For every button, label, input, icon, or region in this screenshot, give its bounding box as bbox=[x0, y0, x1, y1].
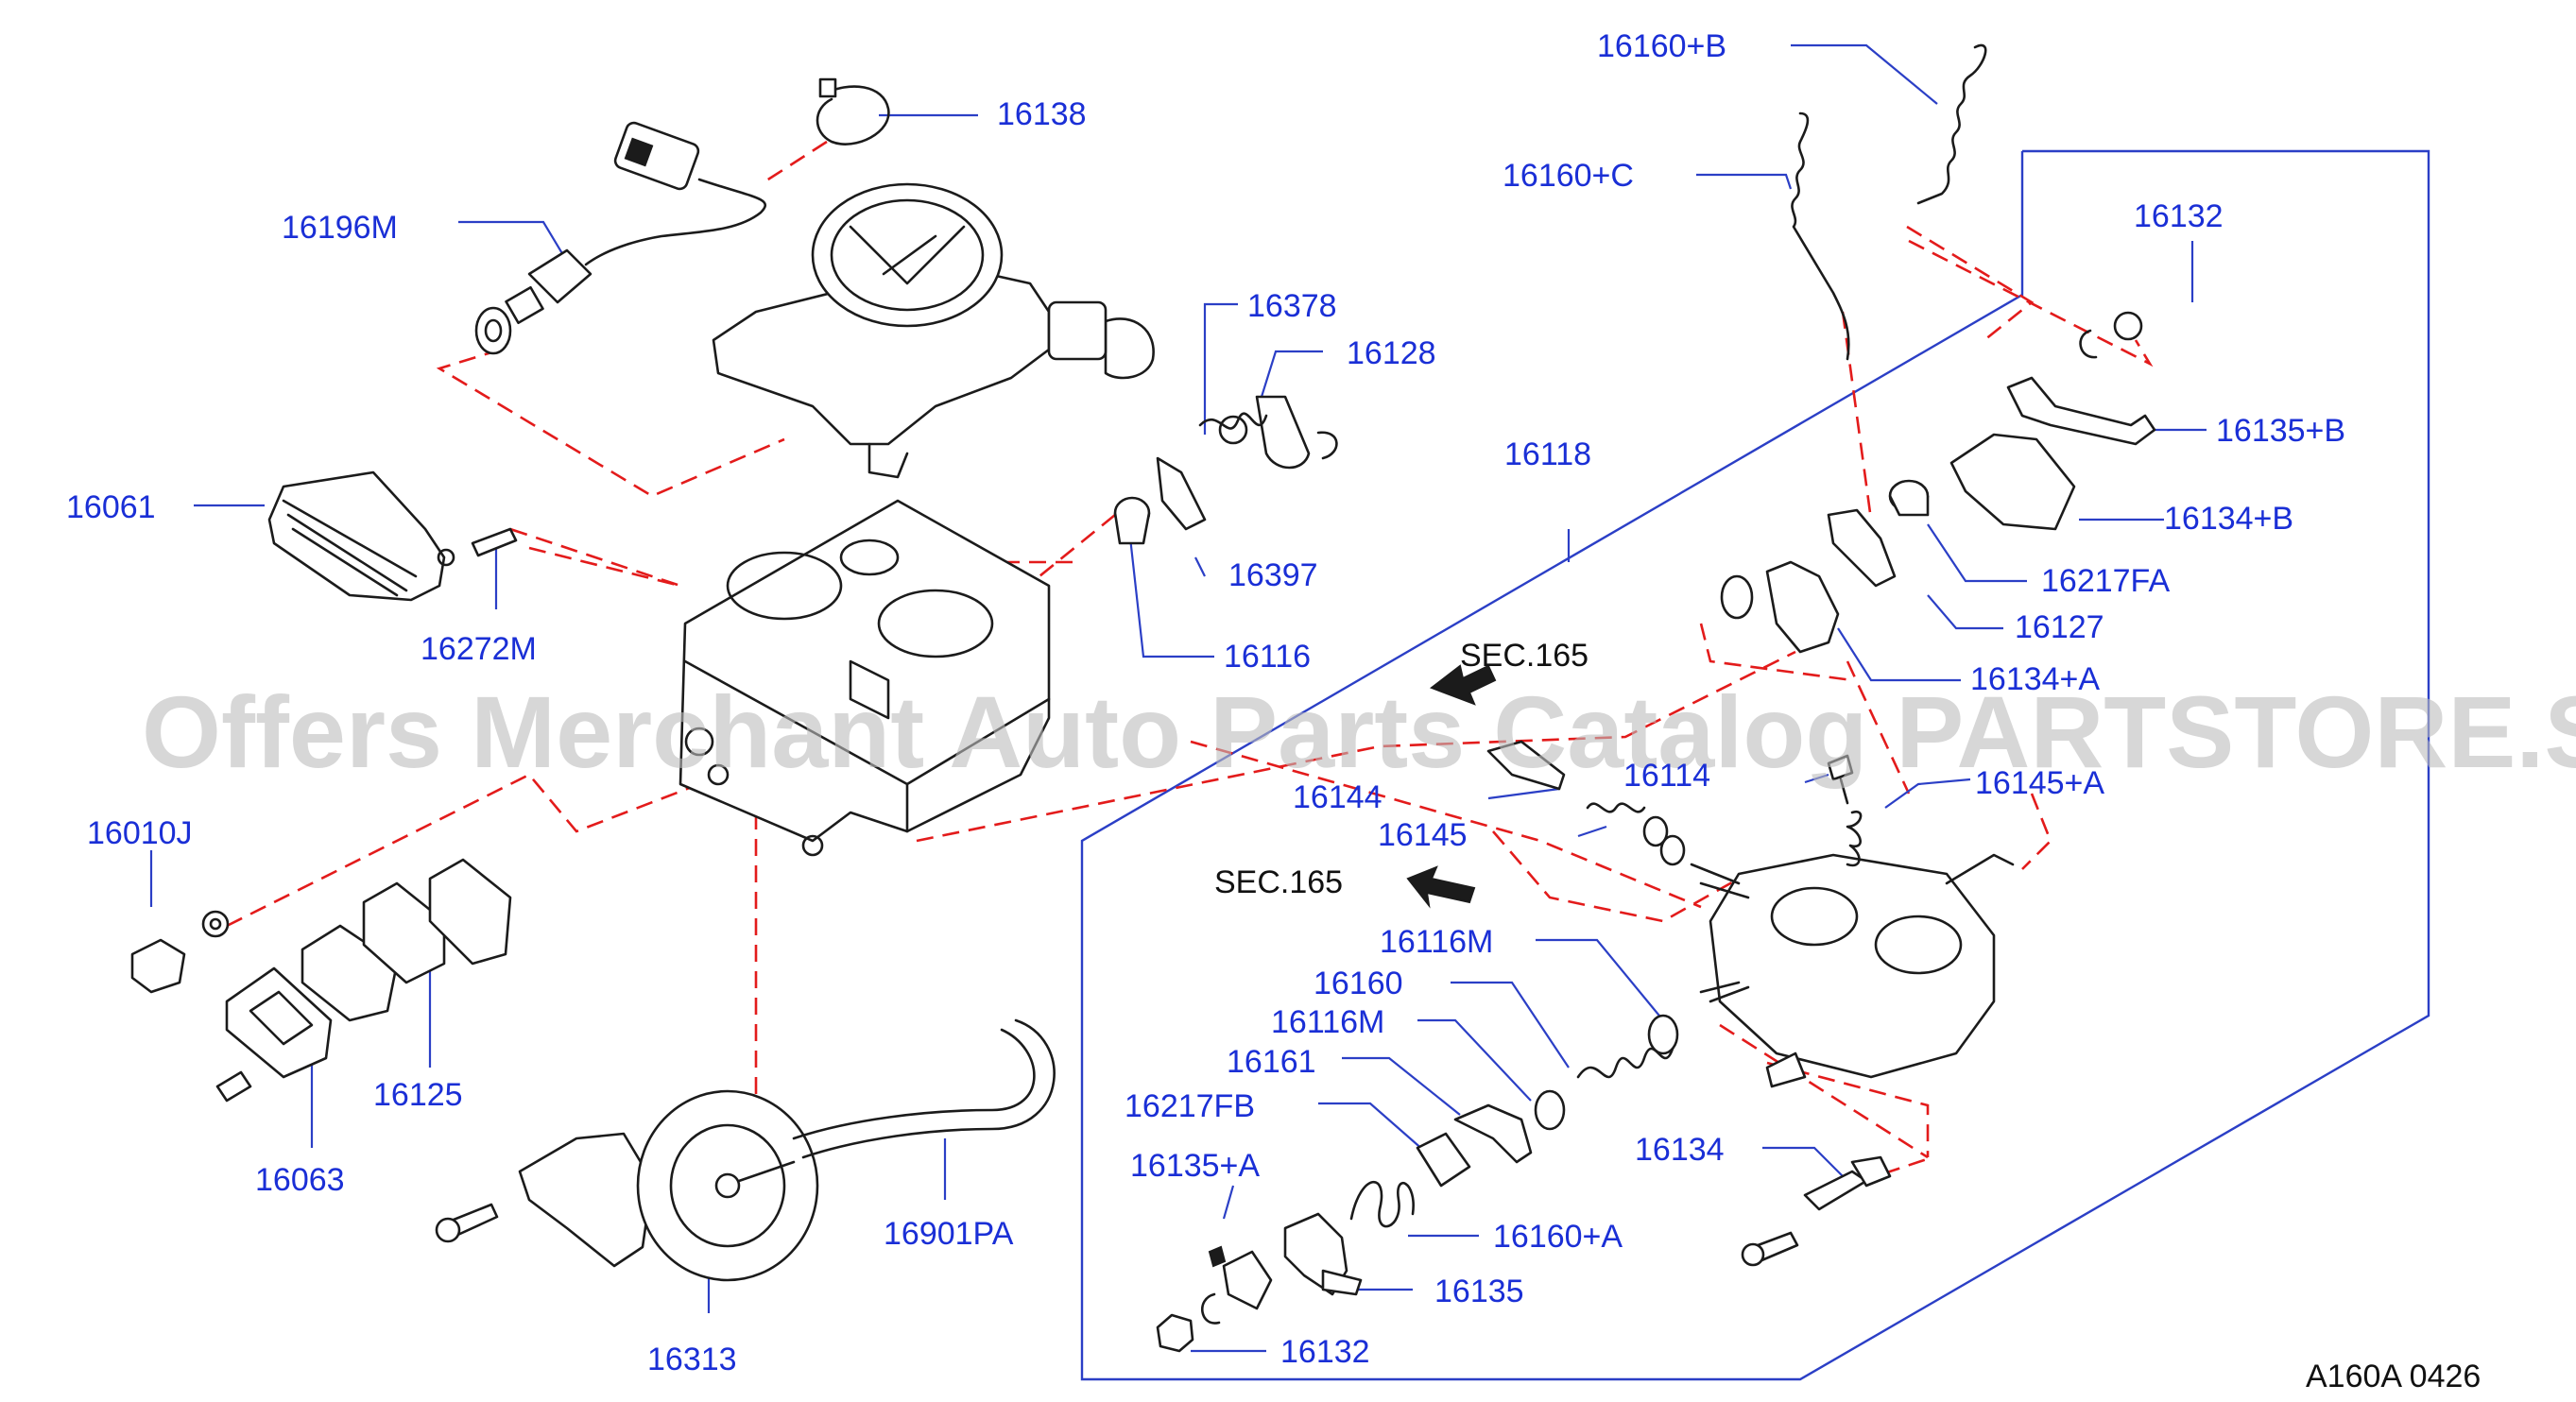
lever-16161 bbox=[1453, 1103, 1533, 1164]
label-16118[interactable]: 16118 bbox=[1504, 436, 1591, 472]
arrow-sec-165-lower bbox=[1406, 865, 1476, 909]
section-ref-lower[interactable]: SEC.165 bbox=[1214, 864, 1343, 900]
label-16160-B[interactable]: 16160+B bbox=[1597, 28, 1726, 64]
lever-16127 bbox=[1827, 508, 1897, 588]
label-16313[interactable]: 16313 bbox=[647, 1342, 737, 1377]
lever-16134-B bbox=[1949, 433, 2076, 531]
label-16116[interactable]: 16116 bbox=[1224, 639, 1311, 675]
label-16144[interactable]: 16144 bbox=[1293, 779, 1382, 815]
screw-16114 bbox=[1827, 754, 1854, 805]
seal-16116M-lower bbox=[1534, 1089, 1566, 1131]
spring-16145-A bbox=[1846, 810, 1863, 867]
gasket-16063 bbox=[215, 966, 333, 1103]
lever-16128 bbox=[1255, 395, 1311, 470]
label-16160-A[interactable]: 16160+A bbox=[1493, 1219, 1623, 1255]
label-16135-B[interactable]: 16135+B bbox=[2216, 413, 2345, 449]
cover-16061 bbox=[267, 470, 455, 602]
nut-16132-lower bbox=[1156, 1313, 1194, 1353]
label-16135-A[interactable]: 16135+A bbox=[1130, 1148, 1260, 1184]
label-16145[interactable]: 16145 bbox=[1378, 817, 1468, 853]
label-16145-A[interactable]: 16145+A bbox=[1975, 765, 2104, 801]
bushing-16217FA bbox=[1888, 479, 1930, 517]
label-16116M-lower[interactable]: 16116M bbox=[1271, 1004, 1384, 1040]
section-ref-upper[interactable]: SEC.165 bbox=[1460, 638, 1589, 674]
label-16134[interactable]: 16134 bbox=[1635, 1132, 1725, 1168]
sensor-16196M bbox=[474, 121, 766, 355]
washer-16134-A bbox=[1720, 574, 1754, 620]
label-16116M-upper[interactable]: 16116M bbox=[1380, 924, 1493, 960]
spring-16160-B bbox=[1916, 43, 1987, 205]
carburetor-main-body bbox=[678, 499, 1051, 857]
actuator-16313 bbox=[435, 1089, 819, 1282]
bolt-16134 bbox=[1741, 1155, 1892, 1267]
e-clip-16128 bbox=[1316, 431, 1338, 460]
label-16217FA[interactable]: 16217FA bbox=[2041, 563, 2170, 599]
gasket-16125 bbox=[301, 858, 512, 1022]
lever-16135-A bbox=[1208, 1245, 1273, 1310]
label-16114[interactable]: 16114 bbox=[1623, 758, 1710, 794]
diagram-code: A160A 0426 bbox=[2306, 1359, 2481, 1394]
label-16217FB[interactable]: 16217FB bbox=[1125, 1088, 1255, 1124]
arrow-sec-165-upper bbox=[1429, 664, 1497, 706]
part-labels: 16138 16196M 16378 16128 16061 16397 162… bbox=[66, 28, 2345, 1377]
label-16063[interactable]: 16063 bbox=[255, 1162, 345, 1198]
label-16125[interactable]: 16125 bbox=[373, 1077, 463, 1113]
lever-16134-A bbox=[1765, 560, 1840, 654]
screw-16144 bbox=[1486, 740, 1566, 791]
bushing-16217FB bbox=[1416, 1132, 1471, 1188]
label-16397[interactable]: 16397 bbox=[1228, 557, 1318, 593]
carburetor-top-cover bbox=[712, 182, 1155, 479]
label-16132-lower[interactable]: 16132 bbox=[1280, 1334, 1370, 1370]
label-16160[interactable]: 16160 bbox=[1314, 966, 1403, 1001]
label-16128[interactable]: 16128 bbox=[1347, 335, 1436, 371]
pin-16272M bbox=[471, 527, 518, 557]
label-16061[interactable]: 16061 bbox=[66, 489, 156, 525]
bushing-16116 bbox=[1113, 496, 1151, 545]
watermark-text: Offers Merchant Auto Parts Catalog PARTS… bbox=[142, 675, 2576, 789]
label-16160-C[interactable]: 16160+C bbox=[1503, 158, 1634, 194]
hose-16901PA bbox=[792, 1018, 1056, 1159]
label-16161[interactable]: 16161 bbox=[1227, 1044, 1316, 1080]
label-16010J[interactable]: 16010J bbox=[87, 815, 193, 851]
throttle-body-assembly-frame bbox=[1080, 149, 2430, 1381]
label-16138[interactable]: 16138 bbox=[997, 96, 1087, 132]
label-16196M[interactable]: 16196M bbox=[282, 210, 398, 246]
spring-16160-A bbox=[1349, 1180, 1415, 1228]
throttle-body-16118 bbox=[1690, 853, 2015, 1088]
seal-16116M-upper bbox=[1647, 1014, 1679, 1055]
lever-16135-tab bbox=[1321, 1269, 1363, 1296]
label-16135[interactable]: 16135 bbox=[1434, 1274, 1524, 1309]
spring-16145 bbox=[1586, 802, 1686, 866]
label-leaders bbox=[149, 43, 2207, 1353]
clip-tab bbox=[818, 77, 837, 98]
label-16901PA[interactable]: 16901PA bbox=[884, 1216, 1014, 1252]
label-16132-upper[interactable]: 16132 bbox=[2134, 198, 2224, 234]
label-16127[interactable]: 16127 bbox=[2015, 609, 2104, 645]
spring-16378 bbox=[1198, 412, 1268, 445]
bolt-16010J bbox=[130, 910, 230, 994]
clip-16132-upper bbox=[2079, 329, 2098, 359]
spring-16160 bbox=[1576, 1047, 1674, 1079]
clip-16138 bbox=[816, 85, 890, 145]
nut-16132-upper bbox=[2113, 311, 2143, 341]
alignment-dashes bbox=[226, 140, 2154, 1192]
label-16134-B[interactable]: 16134+B bbox=[2164, 501, 2293, 537]
label-16378[interactable]: 16378 bbox=[1247, 288, 1337, 324]
label-16272M[interactable]: 16272M bbox=[421, 631, 537, 667]
label-16134-A[interactable]: 16134+A bbox=[1970, 661, 2100, 697]
bracket-16397 bbox=[1156, 456, 1207, 531]
lever-16135-B bbox=[2006, 376, 2156, 446]
spring-16160-C bbox=[1791, 111, 1850, 361]
clip-16132-lower bbox=[1200, 1292, 1221, 1325]
